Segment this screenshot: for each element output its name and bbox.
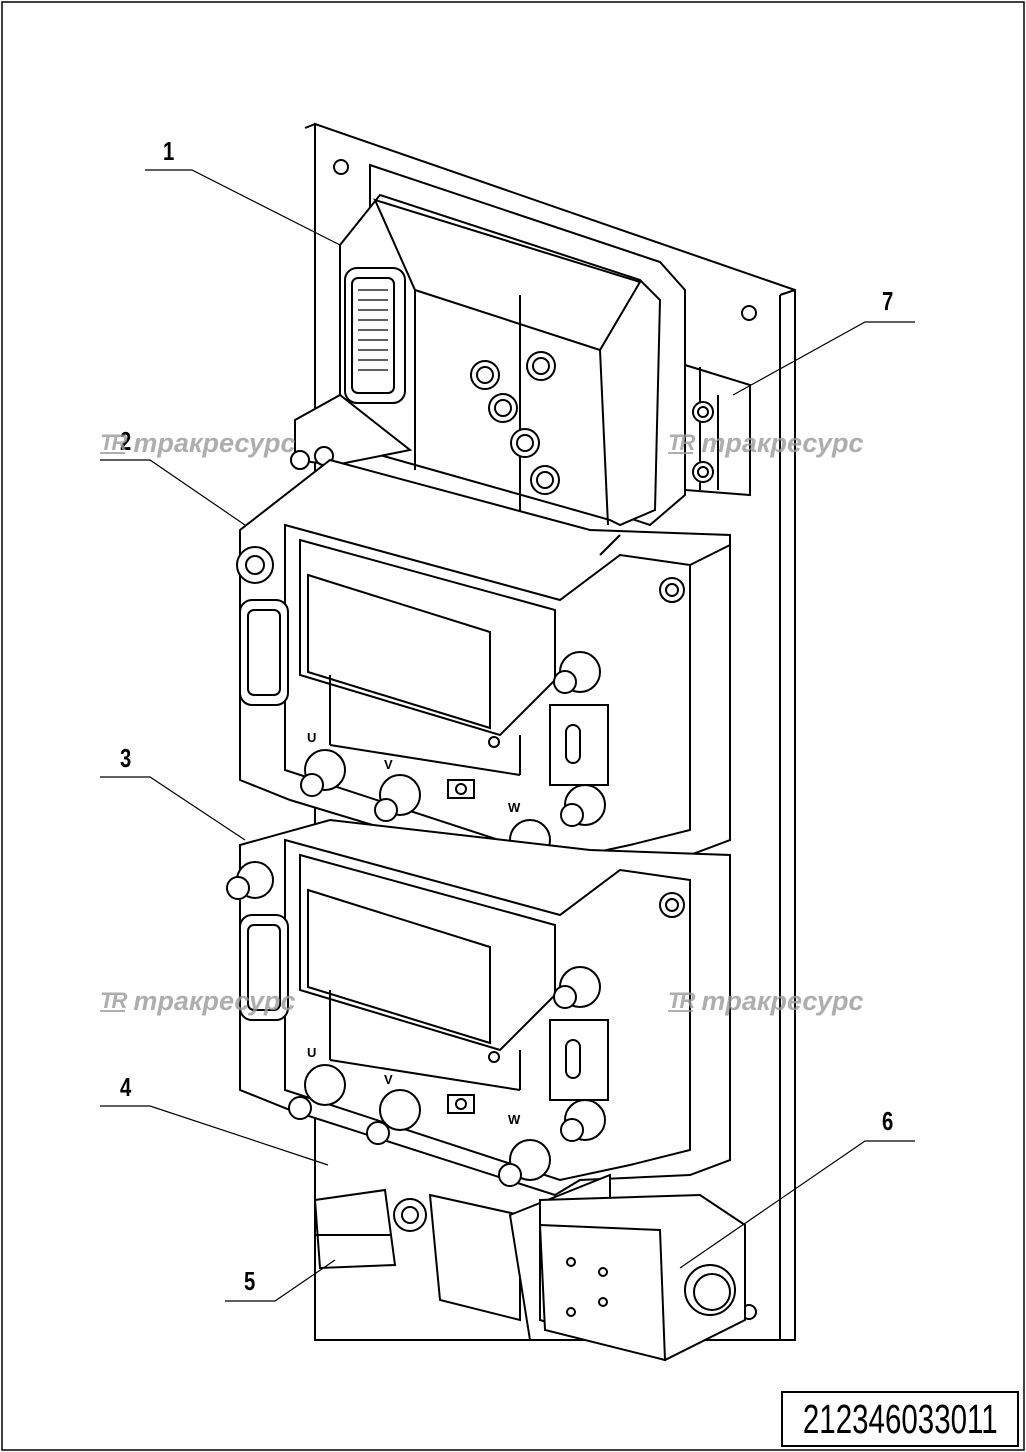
part-number: 212346033011: [802, 1395, 998, 1442]
watermark-logo: TR: [100, 987, 127, 1013]
watermark-text: тракресурс: [701, 428, 864, 458]
callout-3: 3: [120, 743, 132, 773]
watermark-logo: TR: [668, 987, 695, 1013]
callout-2: 2: [120, 426, 132, 456]
terminal-w-upper: W: [508, 800, 521, 815]
callout-5: 5: [244, 1266, 256, 1296]
watermark-logo: TR: [100, 429, 127, 455]
watermark-left-upper: TR тракресурс: [100, 428, 296, 459]
leader-lines: [100, 169, 915, 1302]
watermark-right-upper: TR тракресурс: [668, 428, 864, 459]
motor-controller-small: [290, 163, 686, 527]
part-number-box: 212346033011: [781, 1391, 1019, 1447]
motor-controller-lower: [226, 818, 731, 1197]
terminal-v-upper: V: [384, 757, 393, 772]
callout-4: 4: [120, 1072, 132, 1102]
terminal-u-upper: U: [307, 730, 317, 745]
watermark-text: тракресурс: [133, 428, 296, 458]
watermark-logo: TR: [668, 429, 695, 455]
fuse-holder-bracket: [684, 363, 751, 497]
watermark-right-lower: TR тракресурс: [668, 986, 864, 1017]
callout-7: 7: [882, 286, 894, 316]
watermark-text: тракресурс: [133, 986, 296, 1016]
watermark-left-lower: TR тракресурс: [100, 986, 296, 1017]
terminal-u-lower: U: [307, 1045, 317, 1060]
terminal-w-lower: W: [508, 1112, 521, 1127]
terminal-v-lower: V: [384, 1072, 393, 1087]
callout-6: 6: [882, 1106, 894, 1136]
lower-components: [313, 1173, 746, 1362]
watermark-text: тракресурс: [701, 986, 864, 1016]
callout-1: 1: [163, 136, 175, 166]
motor-controller-upper: [236, 458, 731, 882]
